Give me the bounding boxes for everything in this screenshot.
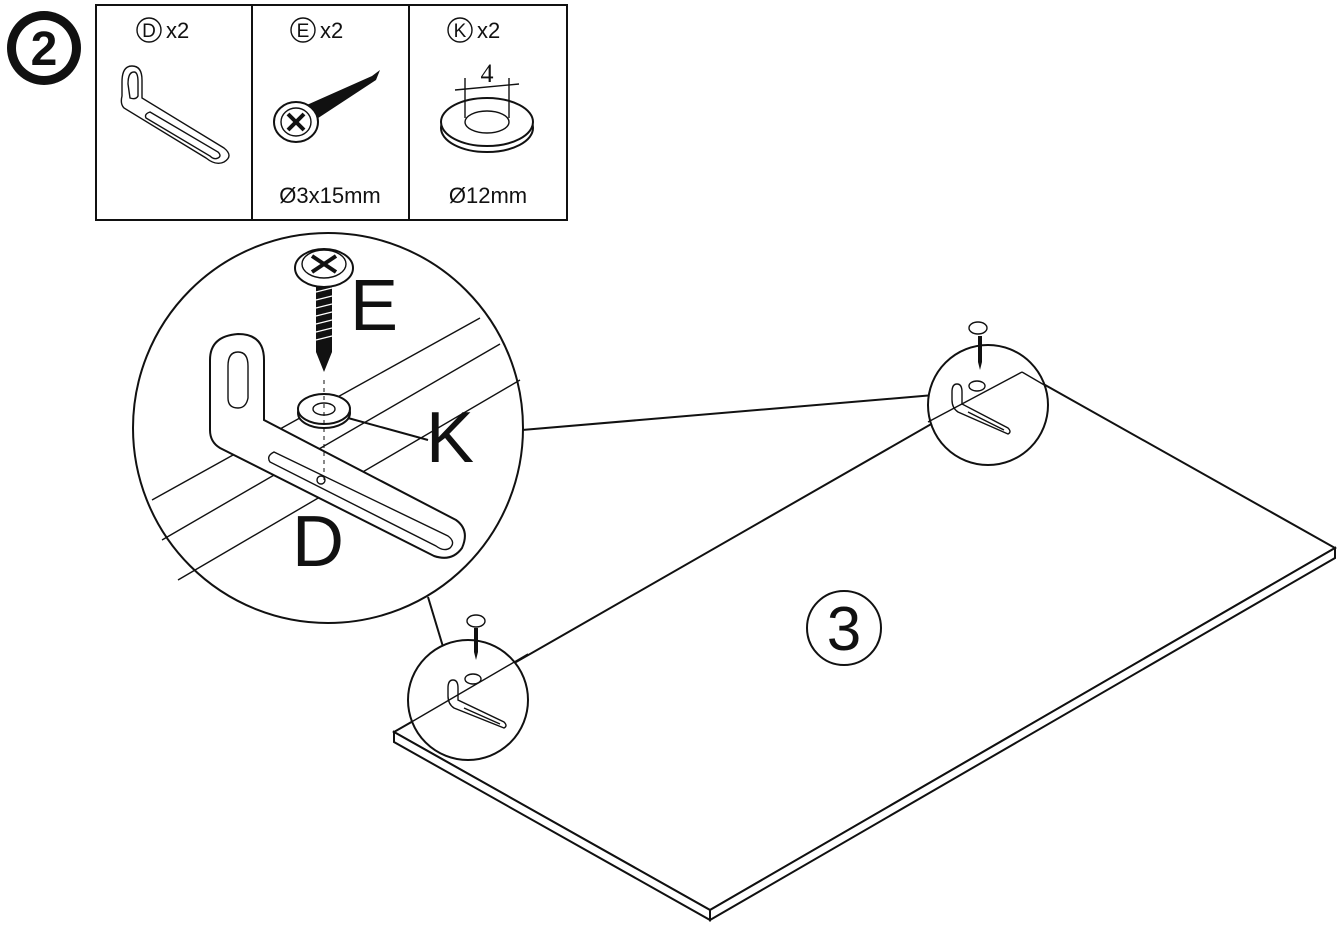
bracket-d-detail-icon: [209, 332, 466, 559]
panel-number-circle: [806, 590, 882, 666]
detail-circle-small-right: [927, 321, 1049, 466]
parts-table-border: [95, 4, 568, 221]
part-letter: K: [454, 21, 467, 42]
bracket-d-icon: [120, 65, 230, 165]
part-letter-circle: [136, 17, 162, 43]
step-badge-inner: [16, 20, 72, 76]
part-cell-k: K x2 4 Ø12mm: [440, 17, 534, 208]
part-qty: x2: [477, 18, 500, 43]
leader-line-k: [347, 417, 429, 441]
callout-line: [427, 596, 445, 651]
panel-number: 3: [827, 595, 861, 664]
step-number: 2: [31, 23, 58, 76]
panel-3: 3: [391, 370, 1338, 922]
part-cell-d: D x2: [120, 17, 230, 165]
part-letter: D: [142, 21, 156, 42]
washer-k-icon: [440, 78, 534, 153]
detail-circle-large: E K D: [132, 232, 524, 624]
panel-side-edge: [709, 546, 1336, 922]
part-qty: x2: [320, 18, 343, 43]
part-letter-circle: [447, 17, 473, 43]
part-letter-circle: [290, 17, 316, 43]
part-size: Ø3x15mm: [279, 183, 380, 208]
label-d: D: [292, 502, 344, 582]
part-qty: x2: [166, 18, 189, 43]
label-k: K: [426, 398, 474, 478]
screw-e-icon: [273, 70, 380, 143]
part-size: Ø12mm: [449, 183, 527, 208]
screw-e-detail-icon: [294, 248, 354, 372]
part-cell-e: E x2 Ø3x15mm: [273, 17, 381, 208]
parts-table: D x2 E x2 Ø3x15mm K x2: [95, 4, 568, 221]
step-badge: 2: [7, 11, 81, 85]
part-letter: E: [297, 21, 310, 42]
washer-dimension: 4: [481, 59, 494, 88]
callout-line: [521, 394, 935, 431]
label-e: E: [350, 266, 398, 346]
detail-circle-small-left: [407, 614, 529, 761]
